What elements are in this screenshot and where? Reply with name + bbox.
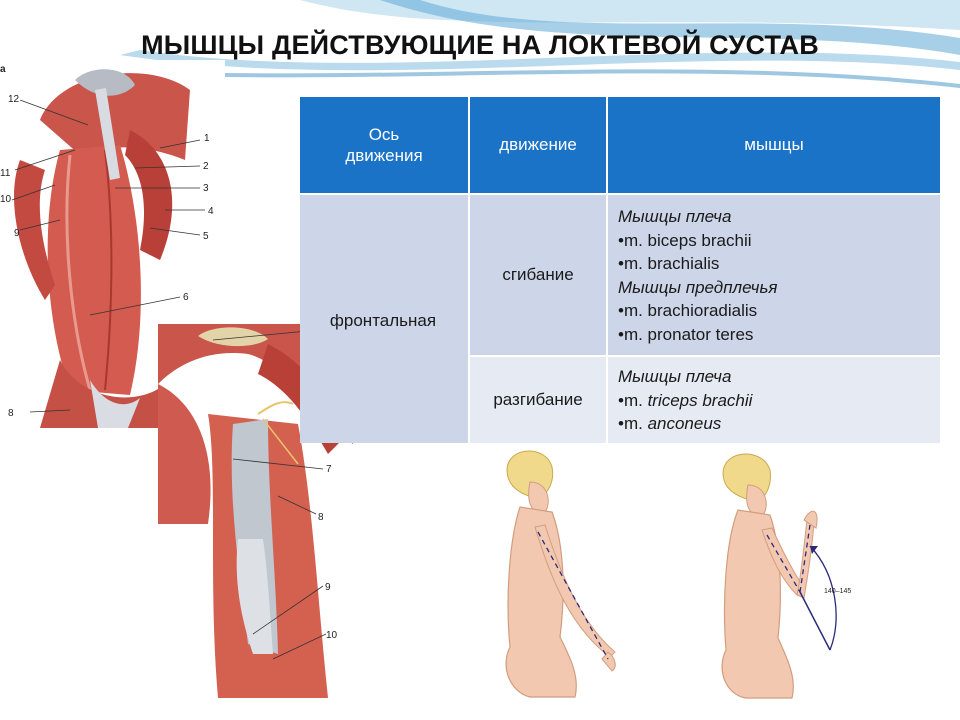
- label-1: 1: [204, 133, 210, 144]
- header-waves-decoration: [0, 0, 960, 88]
- muscle-group-shoulder: Мышцы плеча: [618, 207, 732, 226]
- angle-label: 140–145: [824, 588, 851, 595]
- header-muscles-label: мышцы: [744, 135, 804, 155]
- label-9: 9: [14, 228, 20, 239]
- page-title: МЫШЦЫ ДЕЙСТВУЮЩИЕ НА ЛОКТЕВОЙ СУСТАВ: [141, 30, 819, 60]
- label-5: 5: [203, 231, 209, 242]
- movement-extension: разгибание: [493, 390, 583, 409]
- figure-arm-extended: [490, 447, 640, 700]
- label-8: 8: [8, 408, 14, 419]
- axis-cell: фронтальная: [300, 193, 470, 443]
- header-movement-label: движение: [499, 135, 577, 155]
- lower-label-10: 10: [326, 630, 338, 641]
- header-movement: движение: [470, 97, 608, 193]
- muscle-triceps: •m. triceps brachii: [618, 389, 940, 413]
- person-extended-arm-drawing: [505, 450, 616, 698]
- label-12: 12: [8, 94, 20, 105]
- muscle-brachialis: •m. brachialis: [618, 254, 720, 273]
- muscle-pronator-teres: •m. pronator teres: [618, 324, 754, 344]
- muscle-group-forearm: Мышцы предплечья: [618, 277, 778, 297]
- movement-flexion-cell: сгибание: [470, 193, 608, 355]
- muscle-anconeus: •m. anconeus: [618, 412, 940, 436]
- axis-value: фронтальная: [329, 311, 437, 330]
- label-11: 11: [0, 168, 11, 179]
- muscles-extension-cell: Мышцы плеча •m. triceps brachii •m. anco…: [608, 355, 940, 443]
- muscle-triceps-name: triceps brachii: [647, 390, 753, 410]
- header-axis: Ось движения: [300, 97, 470, 193]
- muscle-anconeus-prefix: •m.: [618, 414, 648, 433]
- muscle-brachioradialis: •m. brachioradialis: [618, 301, 758, 320]
- muscle-anconeus-name: anconeus: [647, 414, 722, 433]
- muscle-biceps: •m. biceps brachii: [618, 230, 752, 250]
- figure-arm-flexed: 140–145: [712, 450, 862, 700]
- label-6: 6: [183, 292, 189, 303]
- label-10: 10: [0, 194, 12, 205]
- label-3: 3: [203, 183, 209, 194]
- label-2: 2: [203, 161, 209, 172]
- muscle-triceps-prefix: •m.: [618, 390, 648, 410]
- figure-letter: а: [0, 64, 6, 75]
- muscles-flexion-cell: Мышцы плеча •m. biceps brachii •m. brach…: [608, 193, 940, 355]
- movement-extension-cell: разгибание: [470, 355, 608, 443]
- label-4: 4: [208, 206, 214, 217]
- lower-label-9: 9: [325, 582, 331, 593]
- lower-label-8: 8: [318, 512, 324, 523]
- muscle-group-shoulder-ext: Мышцы плеча: [618, 367, 732, 386]
- lower-label-7: 7: [326, 464, 332, 475]
- header-muscles: мышцы: [608, 97, 940, 193]
- muscles-table: Ось движения движение мышцы фронтальная …: [300, 97, 940, 443]
- movement-flexion: сгибание: [502, 265, 574, 284]
- person-flexed-arm-drawing: 140–145: [721, 453, 851, 699]
- header-axis-label: Ось движения: [345, 124, 423, 165]
